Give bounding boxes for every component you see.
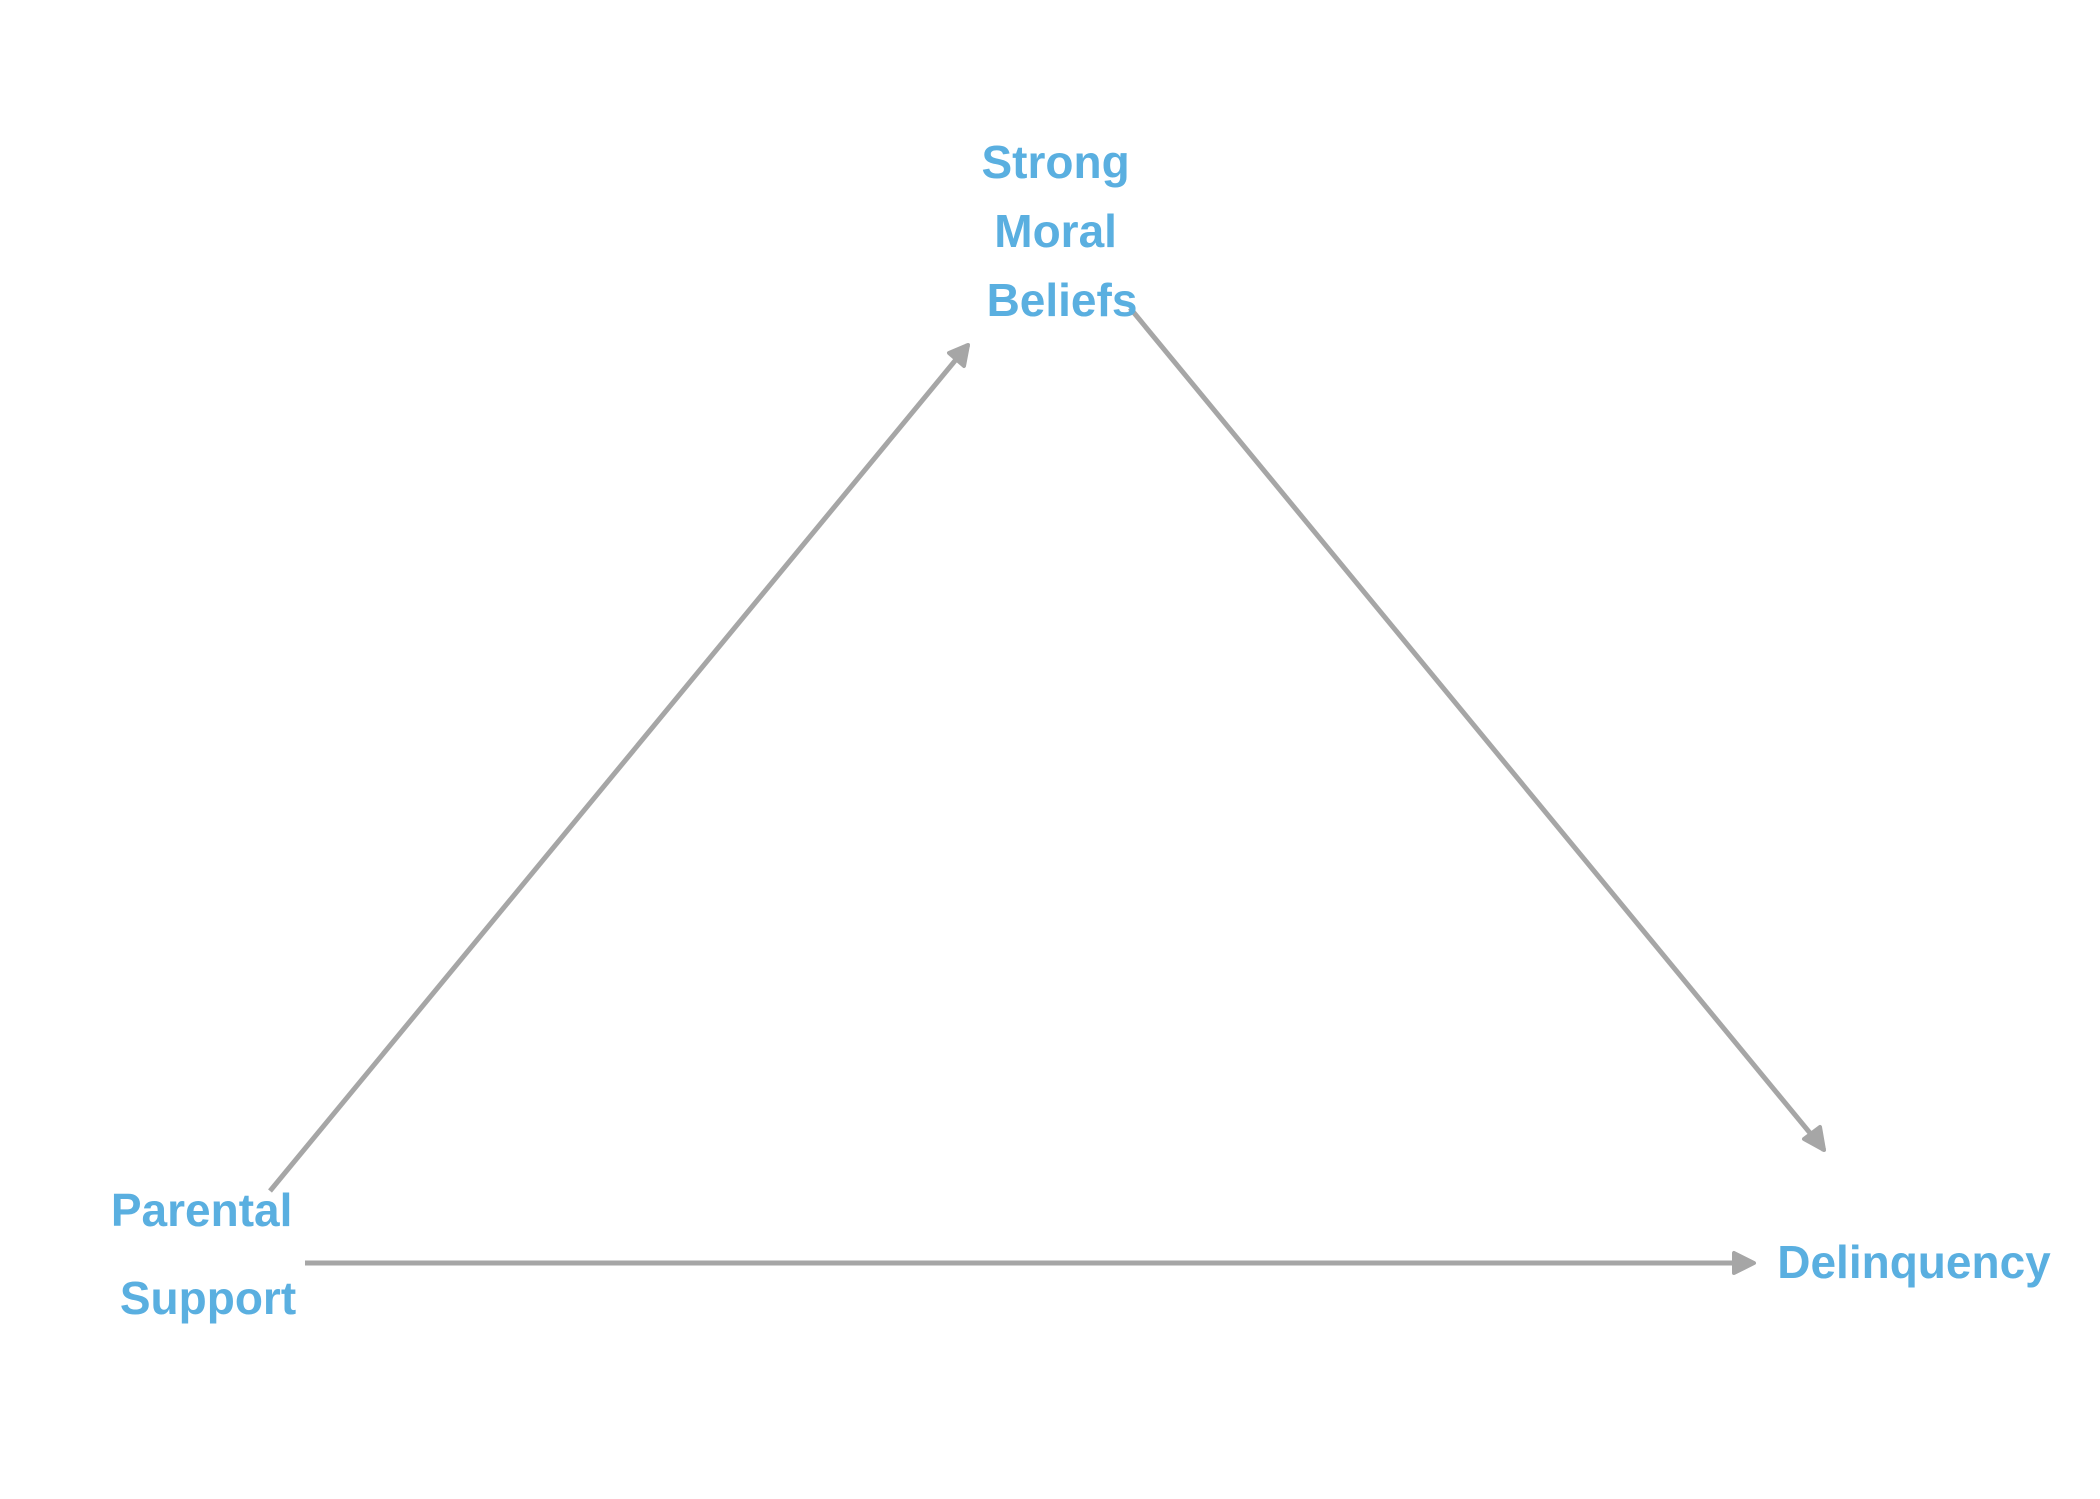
node-label-line: Parental <box>111 1184 293 1236</box>
node-parental-support: Parental Support <box>111 1184 305 1324</box>
node-label-line: Support <box>120 1272 296 1324</box>
node-delinquency: Delinquency <box>1777 1236 2051 1288</box>
node-label-line: Beliefs <box>987 274 1138 326</box>
node-strong-moral-beliefs: Strong Moral Beliefs <box>982 136 1143 326</box>
node-label-line: Strong <box>982 136 1130 188</box>
arrowhead-delinquency-diagonal <box>1802 1125 1826 1152</box>
edge-moral-to-delinquency <box>1128 306 1826 1152</box>
arrowhead-delinquency-horizontal <box>1732 1251 1756 1275</box>
arrowhead-moral <box>947 343 970 368</box>
edge-parental-to-moral <box>268 343 970 1193</box>
node-label-line: Moral <box>994 205 1117 257</box>
node-label-line: Delinquency <box>1777 1236 2051 1288</box>
